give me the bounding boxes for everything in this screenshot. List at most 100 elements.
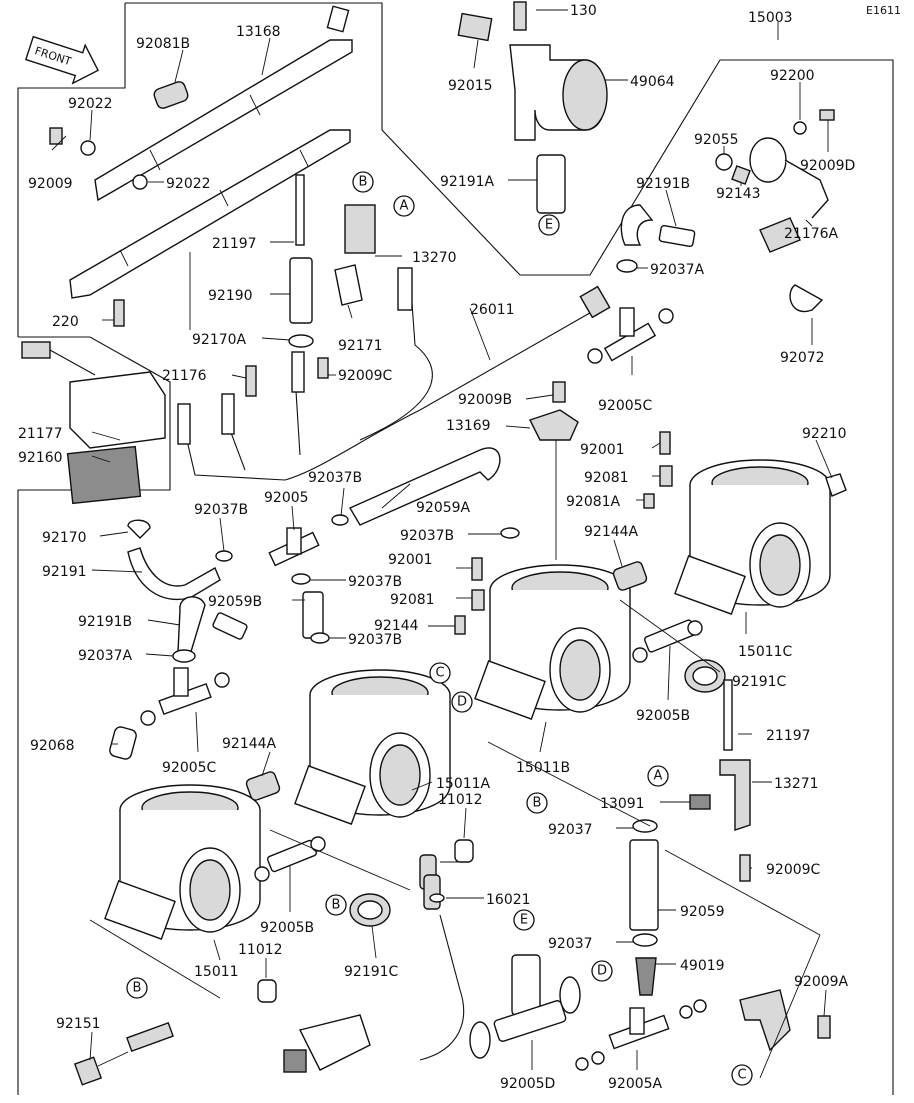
label-49064: 49064: [630, 74, 675, 90]
ref-B-low: B: [332, 898, 341, 913]
label-92037B-a: 92037B: [308, 470, 362, 486]
frame-lines: [17, 2, 894, 1095]
bolt-92009A: [817, 1015, 831, 1039]
label-92005B-right: 92005B: [636, 708, 690, 724]
label-92059B: 92059B: [208, 594, 262, 610]
bracket-13270: [344, 204, 376, 254]
label-92037A-left: 92037A: [78, 648, 133, 664]
clamp-92170: [127, 519, 151, 539]
label-92191B-top: 92191B: [636, 176, 690, 192]
label-92144A-a: 92144A: [584, 524, 639, 540]
screw-92001-b: [471, 557, 483, 581]
label-92037B-d: 92037B: [348, 574, 402, 590]
label-92059: 92059: [680, 904, 725, 920]
label-92191A: 92191A: [440, 174, 495, 190]
label-26011: 26011: [470, 302, 515, 318]
label-92037B-c: 92037B: [194, 502, 248, 518]
carb-stay-upper: [94, 5, 353, 202]
label-92170A: 92170A: [192, 332, 247, 348]
label-92072: 92072: [780, 350, 825, 366]
label-15011B: 15011B: [516, 760, 570, 776]
label-92009B: 92009B: [458, 392, 512, 408]
sensor-21176: [245, 365, 257, 397]
label-92022-b: 92022: [166, 176, 211, 192]
label-13271: 13271: [774, 776, 819, 792]
clip-13091: [689, 794, 711, 810]
label-92170: 92170: [42, 530, 87, 546]
label-92005D: 92005D: [500, 1076, 555, 1092]
label-92005A: 92005A: [608, 1076, 663, 1092]
label-21176A: 21176A: [784, 226, 839, 242]
label-92144: 92144: [374, 618, 419, 634]
part-labels: 130 92015 49064 92191A 15003 92200 92055…: [18, 3, 855, 1092]
label-92190: 92190: [208, 288, 253, 304]
cap-11012-b: [257, 979, 277, 1003]
screw-92009: [49, 127, 63, 145]
label-92081A: 92081A: [566, 494, 621, 510]
screw-92001-a: [659, 431, 671, 455]
reference-markers: B A E C D B A B B E D C: [126, 171, 753, 1086]
label-21197-right: 21197: [766, 728, 811, 744]
carb-stay-lower: [69, 129, 351, 299]
clamp-92037-a: [632, 819, 658, 833]
label-92055: 92055: [694, 132, 739, 148]
label-92005B-left: 92005B: [260, 920, 314, 936]
clamp-92037B-b: [500, 527, 520, 539]
ref-E-top: E: [545, 218, 553, 233]
cable-nut: [283, 1049, 307, 1073]
hose-92191B-left-short: [212, 612, 248, 640]
label-15003: 15003: [748, 10, 793, 26]
label-220: 220: [52, 314, 79, 330]
screw-220: [113, 299, 125, 327]
label-92037-b: 92037: [548, 936, 593, 952]
bracket-92009A: [739, 989, 791, 1052]
carburetor-15011: [104, 784, 261, 940]
clamp-92037A-left: [172, 649, 196, 663]
label-92059A: 92059A: [416, 500, 471, 516]
hose-92191: [127, 547, 221, 601]
label-92037B-e: 92037B: [348, 632, 402, 648]
spring-92081-b: [471, 589, 485, 611]
ref-B-top: B: [359, 175, 368, 190]
ref-A-right: A: [654, 769, 663, 784]
screw-92009C-top: [317, 357, 329, 379]
clip-92143: [731, 165, 751, 185]
label-92191: 92191: [42, 564, 87, 580]
label-92151: 92151: [56, 1016, 101, 1032]
label-92200: 92200: [770, 68, 815, 84]
label-92081B: 92081B: [136, 36, 190, 52]
fuel-tap-15003: [749, 109, 835, 219]
clamp-92037A-top: [616, 259, 638, 273]
label-92143: 92143: [716, 186, 761, 202]
label-92022-a: 92022: [68, 96, 113, 112]
ref-D-carb: D: [457, 695, 467, 710]
label-92001-a: 92001: [580, 442, 625, 458]
label-13270: 13270: [412, 250, 457, 266]
label-11012-b: 11012: [238, 942, 283, 958]
washer-92022-b: [132, 174, 148, 190]
plug-92210: [825, 473, 847, 497]
spring-92081-a: [659, 465, 673, 487]
screw-92009B: [552, 381, 566, 403]
label-13091: 13091: [600, 796, 645, 812]
oring-92055: [715, 153, 733, 171]
joint-92005B-right: [632, 619, 703, 663]
clamp-92037B-e: [310, 632, 330, 644]
bolt-92151: [73, 1022, 174, 1086]
band-92072: [789, 284, 824, 313]
spacer-92191C-right: [684, 659, 726, 693]
label-13169: 13169: [446, 418, 491, 434]
carburetor-15011C: [674, 459, 831, 615]
label-92171: 92171: [338, 338, 383, 354]
label-15011: 15011: [194, 964, 239, 980]
label-92009: 92009: [28, 176, 73, 192]
hose-92191A: [536, 154, 566, 214]
jet-21197-right: [723, 679, 733, 751]
jet-21197-top: [295, 174, 305, 246]
ref-B-mid: B: [533, 796, 542, 811]
label-16021: 16021: [486, 892, 531, 908]
label-92015: 92015: [448, 78, 493, 94]
label-92037-a: 92037: [548, 822, 593, 838]
label-92144A-b: 92144A: [222, 736, 277, 752]
joint-92005B-left: [254, 836, 326, 882]
